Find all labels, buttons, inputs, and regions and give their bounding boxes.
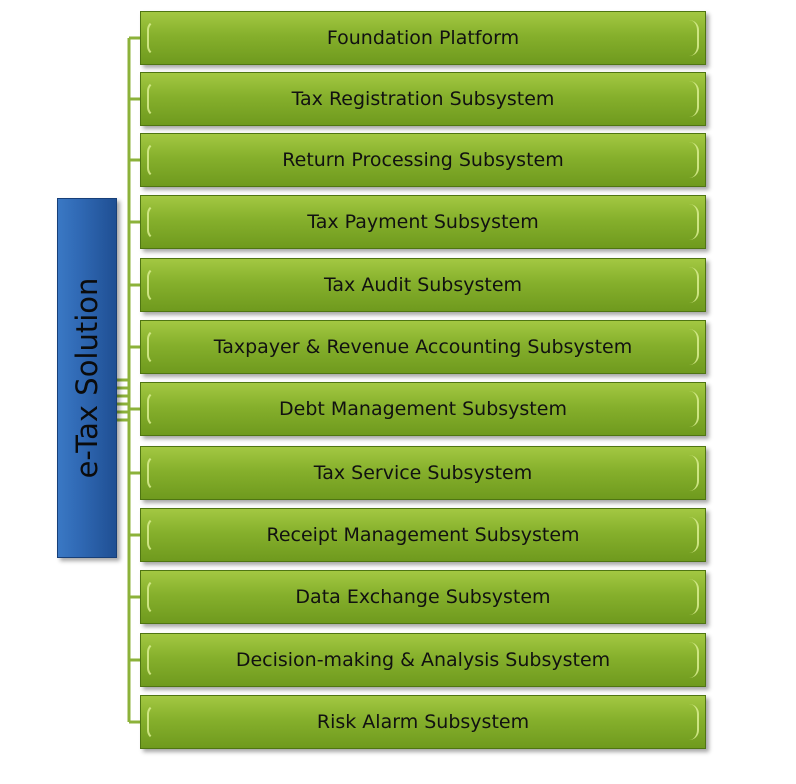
subsystem-box: Return Processing Subsystem — [140, 133, 706, 187]
subsystem-box: Tax Audit Subsystem — [140, 258, 706, 312]
subsystem-box-label: Foundation Platform — [326, 27, 520, 49]
root-node-label: e-Tax Solution — [70, 277, 104, 479]
subsystem-box: Taxpayer & Revenue Accounting Subsystem — [140, 320, 706, 374]
subsystem-box: Receipt Management Subsystem — [140, 508, 706, 562]
subsystem-box-label: Tax Payment Subsystem — [307, 211, 539, 233]
subsystem-box-label: Tax Service Subsystem — [313, 462, 533, 484]
subsystem-box-label: Tax Audit Subsystem — [323, 274, 523, 296]
subsystem-box-label: Data Exchange Subsystem — [295, 586, 551, 608]
subsystem-box-label: Debt Management Subsystem — [279, 398, 567, 420]
subsystem-box-label: Taxpayer & Revenue Accounting Subsystem — [213, 336, 633, 358]
subsystem-box: Tax Service Subsystem — [140, 446, 706, 500]
subsystem-box-label: Decision-making & Analysis Subsystem — [235, 649, 611, 671]
subsystem-box-label: Tax Registration Subsystem — [291, 88, 555, 110]
subsystem-box-label: Risk Alarm Subsystem — [316, 711, 530, 733]
subsystem-box: Tax Registration Subsystem — [140, 72, 706, 126]
subsystem-box: Data Exchange Subsystem — [140, 570, 706, 624]
subsystem-box: Tax Payment Subsystem — [140, 195, 706, 249]
subsystem-box: Foundation Platform — [140, 11, 706, 65]
subsystem-box: Decision-making & Analysis Subsystem — [140, 633, 706, 687]
subsystem-box: Debt Management Subsystem — [140, 382, 706, 436]
subsystem-box-label: Receipt Management Subsystem — [266, 524, 580, 546]
subsystem-box-label: Return Processing Subsystem — [282, 149, 564, 171]
root-node-etax-solution: e-Tax Solution — [57, 198, 117, 558]
subsystem-box: Risk Alarm Subsystem — [140, 695, 706, 749]
